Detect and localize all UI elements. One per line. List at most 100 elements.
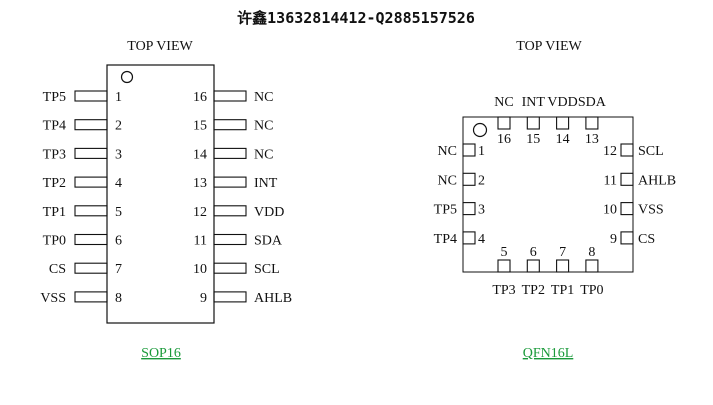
sop16-pin-name: NC xyxy=(254,147,273,162)
sop16-pin-number: 12 xyxy=(193,205,207,220)
sop16-pin-number: 10 xyxy=(193,262,207,277)
sop16-pin-number: 9 xyxy=(200,291,207,306)
qfn16-pin-name: TP4 xyxy=(434,232,457,247)
sop16-pin-lead xyxy=(213,291,247,303)
sop16-pin-name: TP4 xyxy=(43,119,66,134)
sop16-pin-lead xyxy=(74,147,108,159)
sop16-pin-lead xyxy=(74,90,108,102)
sop16-pin-number: 3 xyxy=(115,147,122,162)
sop16-pin-name: NC xyxy=(254,119,273,134)
qfn16-pin-name: SCL xyxy=(638,144,664,159)
sop16-pin-name: VDD xyxy=(254,205,284,220)
sop16-package-link[interactable]: SOP16 xyxy=(141,346,181,361)
sop16-pin-name: SDA xyxy=(254,234,283,249)
sop16-pin-lead xyxy=(74,176,108,188)
sop16-pin-name: TP2 xyxy=(43,176,66,191)
qfn16-pad xyxy=(620,202,634,216)
qfn16-pad xyxy=(585,116,599,130)
qfn16-pin-name: NC xyxy=(494,95,513,110)
qfn16-pin-name: TP2 xyxy=(522,283,545,298)
qfn16-pin-name: TP0 xyxy=(580,283,603,298)
qfn16-pad xyxy=(620,231,634,245)
qfn16-pad xyxy=(620,172,634,186)
qfn16-pin-name: AHLB xyxy=(638,173,676,188)
sop16-pin-lead xyxy=(213,176,247,188)
qfn16-view-label: TOP VIEW xyxy=(516,39,582,54)
qfn16-pad xyxy=(556,259,570,273)
sop16-pin-lead xyxy=(213,233,247,246)
qfn16-pin-name: INT xyxy=(522,95,546,110)
qfn16-pin-name: VSS xyxy=(638,203,664,218)
sop16-pin-name: CS xyxy=(49,262,66,277)
sop16-view-label: TOP VIEW xyxy=(127,39,193,54)
sop16-pin-name: VSS xyxy=(40,291,66,306)
sop16-pin-number: 8 xyxy=(115,291,122,306)
qfn16-pin-name: SDA xyxy=(578,95,607,110)
sop16-pin-name: AHLB xyxy=(254,291,292,306)
sop16-pin-number: 7 xyxy=(115,262,122,277)
qfn16-pad xyxy=(462,143,476,157)
qfn16-pad xyxy=(497,259,511,273)
qfn16-pad xyxy=(556,116,570,130)
sop16-pin-name: TP3 xyxy=(43,147,66,162)
sop16-pin-number: 1 xyxy=(115,90,122,105)
qfn16-pin-name: TP1 xyxy=(551,283,574,298)
header-text: 许鑫13632814412-Q2885157526 xyxy=(237,9,475,27)
sop16-pin-name: TP5 xyxy=(43,90,66,105)
qfn16-pin-name: VDD xyxy=(547,95,577,110)
qfn16-pad xyxy=(526,259,540,273)
sop16-pin-number: 5 xyxy=(115,205,122,220)
qfn16-pin-number: 16 xyxy=(497,132,511,147)
sop16-pin-number: 4 xyxy=(115,176,122,191)
sop16-pin1-marker xyxy=(120,70,134,84)
sop16-pin-name: NC xyxy=(254,90,273,105)
qfn16-pin-name: NC xyxy=(438,144,457,159)
sop16-pin-lead xyxy=(74,291,108,303)
sop16-pin-lead xyxy=(213,90,247,102)
sop16-pin-number: 2 xyxy=(115,119,122,134)
sop16-pin-lead xyxy=(213,205,247,217)
qfn16-pin-number: 12 xyxy=(603,144,617,159)
sop16-pin-name: TP1 xyxy=(43,205,66,220)
qfn16-pad xyxy=(585,259,599,273)
qfn16-pad xyxy=(526,116,540,130)
qfn16-body xyxy=(462,116,634,273)
qfn16-package-link[interactable]: QFN16L xyxy=(523,346,574,361)
sop16-pin-number: 14 xyxy=(193,147,207,162)
qfn16-pin-number: 15 xyxy=(526,132,540,147)
qfn16-pin-number: 6 xyxy=(530,245,537,260)
qfn16-pin-number: 11 xyxy=(604,173,617,188)
qfn16-pin-number: 1 xyxy=(478,144,485,159)
sop16-body xyxy=(106,64,215,324)
qfn16-pin-name: CS xyxy=(638,232,655,247)
qfn16-pad xyxy=(462,172,476,186)
sop16-pin-lead xyxy=(74,205,108,217)
sop16-pin-number: 15 xyxy=(193,119,207,134)
sop16-pin-number: 16 xyxy=(193,90,207,105)
sop16-pin-name: INT xyxy=(254,176,278,191)
qfn16-pad xyxy=(620,143,634,157)
qfn16-pad xyxy=(462,202,476,216)
qfn16-pin-number: 7 xyxy=(559,245,566,260)
qfn16-pin-number: 2 xyxy=(478,173,485,188)
sop16-pin-lead xyxy=(74,233,108,246)
qfn16-pin-number: 4 xyxy=(478,232,485,247)
qfn16-pin-number: 3 xyxy=(478,203,485,218)
qfn16-pin-name: TP3 xyxy=(492,283,515,298)
qfn16-pin-number: 9 xyxy=(610,232,617,247)
qfn16-pin-number: 14 xyxy=(556,132,570,147)
qfn16-pad xyxy=(462,231,476,245)
qfn16-pin-name: NC xyxy=(438,173,457,188)
sop16-pin-lead xyxy=(213,119,247,131)
qfn16-pad xyxy=(497,116,511,130)
qfn16-pin-number: 8 xyxy=(588,245,595,260)
